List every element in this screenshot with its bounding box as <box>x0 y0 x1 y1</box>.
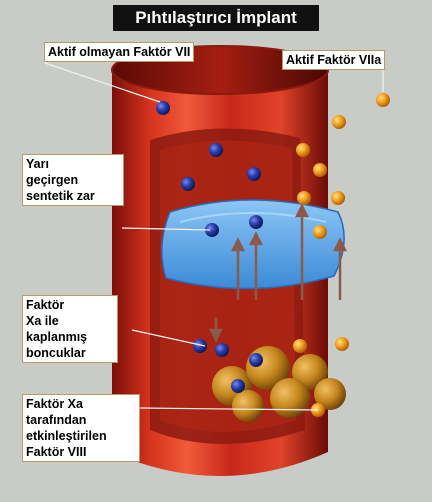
label-active-factor: Aktif Faktör VIIa <box>282 50 385 70</box>
page-title: Pıhtılaştırıcı İmplant <box>113 5 319 31</box>
label-activated-factor: Faktör Xa tarafından etkinleştirilen Fak… <box>22 394 140 462</box>
label-beads: Faktör Xa ile kaplanmış boncuklar <box>22 295 118 363</box>
label-membrane: Yarı geçirgen sentetik zar <box>22 154 124 206</box>
label-inactive-factor: Aktif olmayan Faktör VII <box>44 42 194 62</box>
